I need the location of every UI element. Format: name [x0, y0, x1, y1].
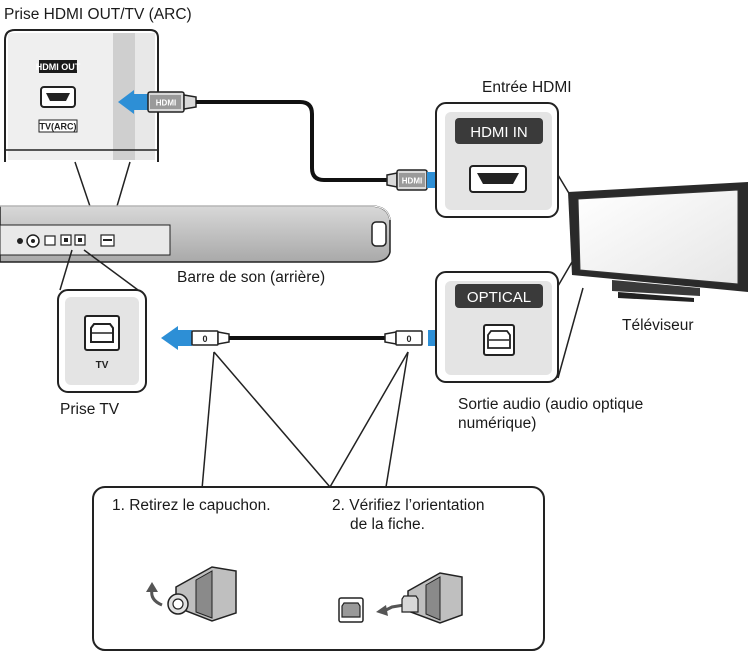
hdmi-out-zoom-panel: HDMI OUT TV(ARC) [4, 29, 159, 162]
tv-arc-port-text: TV(ARC) [40, 122, 77, 132]
optical-plug-tip-icon [401, 595, 419, 613]
soundbar-label: Barre de son (arrière) [177, 269, 325, 286]
hdmi-plug-top-text: HDMI [156, 99, 176, 108]
step-2-text-line1: 2. Vérifiez l’orientation [332, 497, 485, 514]
audio-out-label-line1: Sortie audio (audio optique [458, 396, 643, 413]
hdmi-plug-tv-side-text: HDMI [402, 177, 422, 186]
hdmi-out-arrow [118, 90, 148, 114]
hdmi-out-port-text: HDMI OUT [36, 62, 81, 72]
hdmi-out-label-plate [39, 60, 77, 73]
hdmi-plug-tv-side: HDMI [386, 169, 428, 191]
optical-panel: OPTICAL [435, 271, 559, 383]
svg-text:0: 0 [202, 334, 207, 344]
tv-optical-port-icon [84, 315, 120, 351]
hdmi-in-port-icon [469, 165, 527, 193]
soundbar [0, 205, 391, 263]
tv-label: Téléviseur [622, 317, 694, 334]
hdmi-in-port-text: HDMI IN [470, 124, 528, 141]
hdmi-cable [196, 100, 387, 182]
svg-text:0: 0 [406, 334, 411, 344]
hdmi-out-port-icon [40, 86, 76, 108]
step-2-illustration [338, 572, 463, 624]
audio-out-label-line2: numérique) [458, 415, 536, 432]
tv-jack-label: Prise TV [60, 401, 120, 418]
optical-plug-left: 0 [191, 330, 230, 346]
hdmi-out-jack-label: Prise HDMI OUT/TV (ARC) [4, 6, 192, 23]
optical-out-arrow [161, 326, 192, 350]
steps-box: 1. Retirez le capuchon. 2. Vérifiez l’or… [92, 486, 545, 651]
hdmi-in-panel: HDMI IN [435, 102, 559, 218]
step-1-illustration [146, 566, 237, 622]
tv-set [568, 182, 748, 302]
optical-in-port-icon [483, 324, 515, 356]
hdmi-plug-top: HDMI [147, 91, 197, 113]
step-2-text-line2: de la fiche. [350, 516, 425, 533]
tv-port-text: TV [96, 360, 109, 371]
optical-port-text: OPTICAL [467, 289, 531, 306]
tv-jack-zoom-panel: TV [57, 289, 147, 393]
hdmi-input-label: Entrée HDMI [482, 79, 572, 96]
step-1-text: 1. Retirez le capuchon. [112, 497, 271, 514]
optical-plug-right: 0 [384, 330, 423, 346]
